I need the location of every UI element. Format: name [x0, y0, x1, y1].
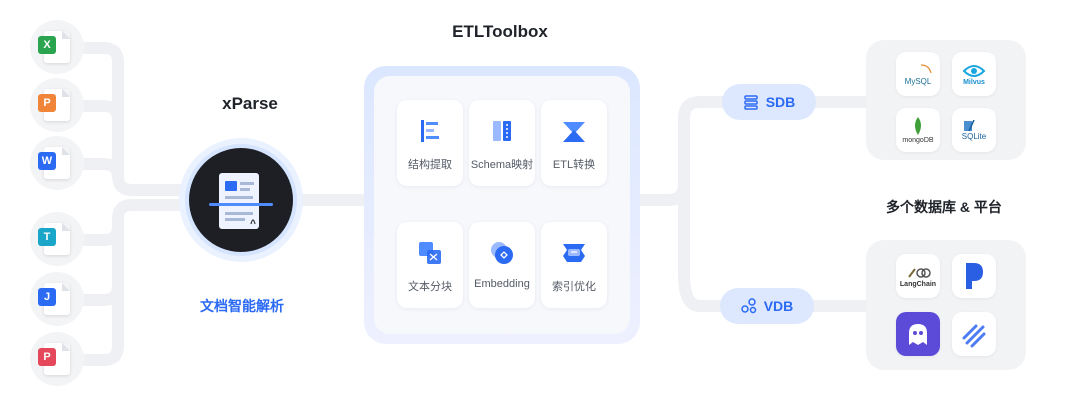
sdb-logo-panel: MySQL Milvus mongoDB SQLite — [866, 40, 1026, 160]
langchain-logo: LangChain — [896, 254, 940, 298]
mongodb-logo: mongoDB — [896, 108, 940, 152]
image-file-icon: J — [30, 272, 84, 326]
chunk-icon — [419, 242, 441, 264]
ghost-platform-logo — [896, 312, 940, 356]
milvus-logo: Milvus — [952, 52, 996, 96]
mysql-logo: MySQL — [896, 52, 940, 96]
tool-embedding: Embedding — [469, 222, 535, 308]
p-platform-logo — [952, 254, 996, 298]
schema-icon — [493, 121, 511, 141]
powerpoint-file-icon: P — [30, 78, 84, 132]
xparse-title: xParse — [222, 94, 278, 113]
pdf-file-icon: P — [30, 332, 84, 386]
tool-text-chunking: 文本分块 — [397, 222, 463, 308]
tool-schema-mapping: Schema映射 — [469, 100, 535, 186]
excel-file-icon: X — [30, 20, 84, 74]
text-file-icon: T — [30, 212, 84, 266]
vdb-label: VDB — [763, 298, 794, 314]
databases-title: 多个数据库 & 平台 — [886, 199, 1002, 215]
tool-structure-extraction: 结构提取 — [397, 100, 463, 186]
vdb-logo-panel: LangChain — [866, 240, 1026, 370]
sqlite-logo: SQLite — [952, 108, 996, 152]
xparse-node — [179, 138, 303, 262]
sdb-pill: SDB — [722, 84, 816, 120]
etl-icon — [563, 122, 585, 142]
embedding-icon — [491, 242, 513, 264]
vector-icon — [740, 298, 756, 314]
tool-index-optimization: 索引优化 — [541, 222, 607, 308]
tool-etl-transform: ETL转换 — [541, 100, 607, 186]
database-icon — [743, 95, 758, 110]
etl-toolbox-panel: 结构提取 Schema映射 ETL转换 文本分块 — [364, 66, 640, 344]
vdb-pill: VDB — [720, 288, 814, 324]
index-icon — [563, 244, 585, 262]
sdb-label: SDB — [765, 94, 796, 110]
word-file-icon: W — [30, 136, 84, 190]
etl-toolbox-title: ETLToolbox — [452, 22, 548, 41]
xparse-caption: 文档智能解析 — [200, 298, 284, 314]
document-scan-icon — [189, 148, 293, 252]
structure-icon — [421, 120, 439, 142]
stripes-platform-logo — [952, 312, 996, 356]
